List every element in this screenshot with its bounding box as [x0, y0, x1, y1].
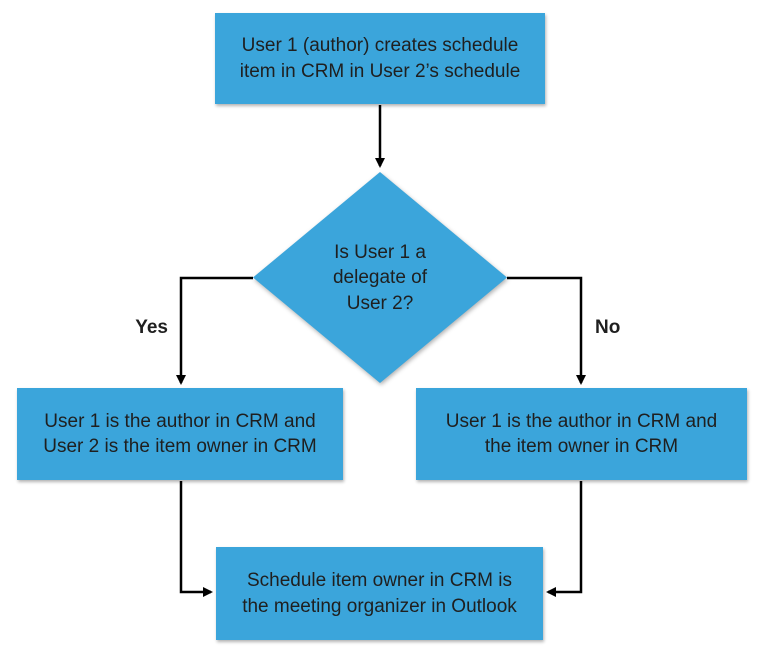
node-decision: Is User 1 a delegate of User 2?	[290, 232, 470, 324]
connector-decision-to-no	[507, 276, 586, 385]
decision-diamond-shape	[253, 172, 507, 383]
node-end-label: Schedule item owner in CRM is the meetin…	[242, 570, 517, 617]
node-yes-outcome: User 1 is the author in CRM and User 2 i…	[17, 388, 343, 480]
node-no-outcome: User 1 is the author in CRM and the item…	[416, 388, 747, 480]
node-start-label: User 1 (author) creates schedule item in…	[239, 35, 521, 82]
node-end: Schedule item owner in CRM is the meetin…	[216, 547, 543, 640]
node-start: User 1 (author) creates schedule item in…	[215, 13, 545, 104]
node-decision-label: Is User 1 a delegate of User 2?	[332, 242, 428, 314]
connector-decision-to-yes	[176, 276, 253, 385]
connector-no-to-end	[546, 481, 583, 597]
connector-yes-to-end	[179, 481, 213, 597]
edge-label-yes: Yes	[135, 317, 168, 338]
edge-label-no: No	[595, 317, 621, 338]
node-yes-outcome-label: User 1 is the author in CRM and User 2 i…	[43, 410, 317, 457]
node-no-outcome-label: User 1 is the author in CRM and the item…	[445, 410, 718, 457]
